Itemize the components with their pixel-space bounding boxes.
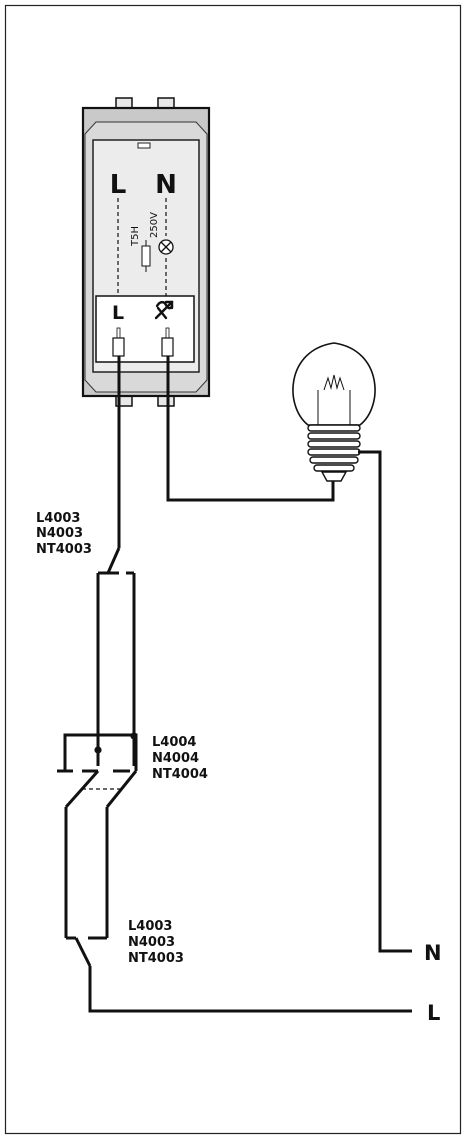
switch-mid-model-2: N4004 xyxy=(152,751,199,766)
switch-top-labels: L4003 N4003 NT4003 xyxy=(36,511,92,557)
light-bulb-icon xyxy=(292,342,376,482)
intermediate-blade-right xyxy=(105,770,138,808)
switch-mid-labels: L4004 N4004 NT4004 xyxy=(152,735,208,782)
switch-bottom-model-2: N4003 xyxy=(128,935,175,950)
switch-top-model-1: L4003 xyxy=(36,511,80,526)
switch-mid-model-1: L4004 xyxy=(152,735,196,750)
switch-top-model-3: NT4003 xyxy=(36,542,92,557)
switch-top-blade xyxy=(106,547,121,574)
junction-dot-left xyxy=(94,746,102,754)
wire-lamp-to-neutral xyxy=(358,450,412,953)
intermediate-bracket-right xyxy=(98,733,138,771)
terminal-label-line: L xyxy=(110,170,127,200)
terminal-label-neutral: N xyxy=(155,170,177,200)
supply-neutral-label: N xyxy=(424,941,442,965)
switch-bottom-labels: L4003 N4003 NT4003 xyxy=(128,919,184,966)
switch-bottom-model-1: L4003 xyxy=(128,919,172,934)
wires xyxy=(57,356,412,1013)
terminal-block-line-label: L xyxy=(112,302,124,324)
switch-top-model-2: N4003 xyxy=(36,526,83,541)
wire-load-to-lamp xyxy=(166,356,335,502)
junction-dot-right xyxy=(130,732,138,740)
switch-bottom-model-3: NT4003 xyxy=(128,951,184,966)
dimmer-module: L N T5H 250V L xyxy=(81,97,211,407)
diagram-frame xyxy=(4,4,462,1135)
switch-bottom-blade xyxy=(74,937,92,967)
terminal-block xyxy=(95,295,195,363)
load-dimmer-icon xyxy=(154,300,174,320)
intermediate-bracket-left xyxy=(63,733,98,771)
switch-mid-model-3: NT4004 xyxy=(152,767,208,782)
wire-switch-to-line xyxy=(88,966,412,1013)
supply-line-label: L xyxy=(427,1001,440,1025)
fuse-rating-label: T5H xyxy=(130,226,141,247)
indicator-lamp-icon xyxy=(158,239,174,255)
fuse-symbol xyxy=(141,240,151,272)
voltage-rating-label: 250V xyxy=(149,212,160,238)
